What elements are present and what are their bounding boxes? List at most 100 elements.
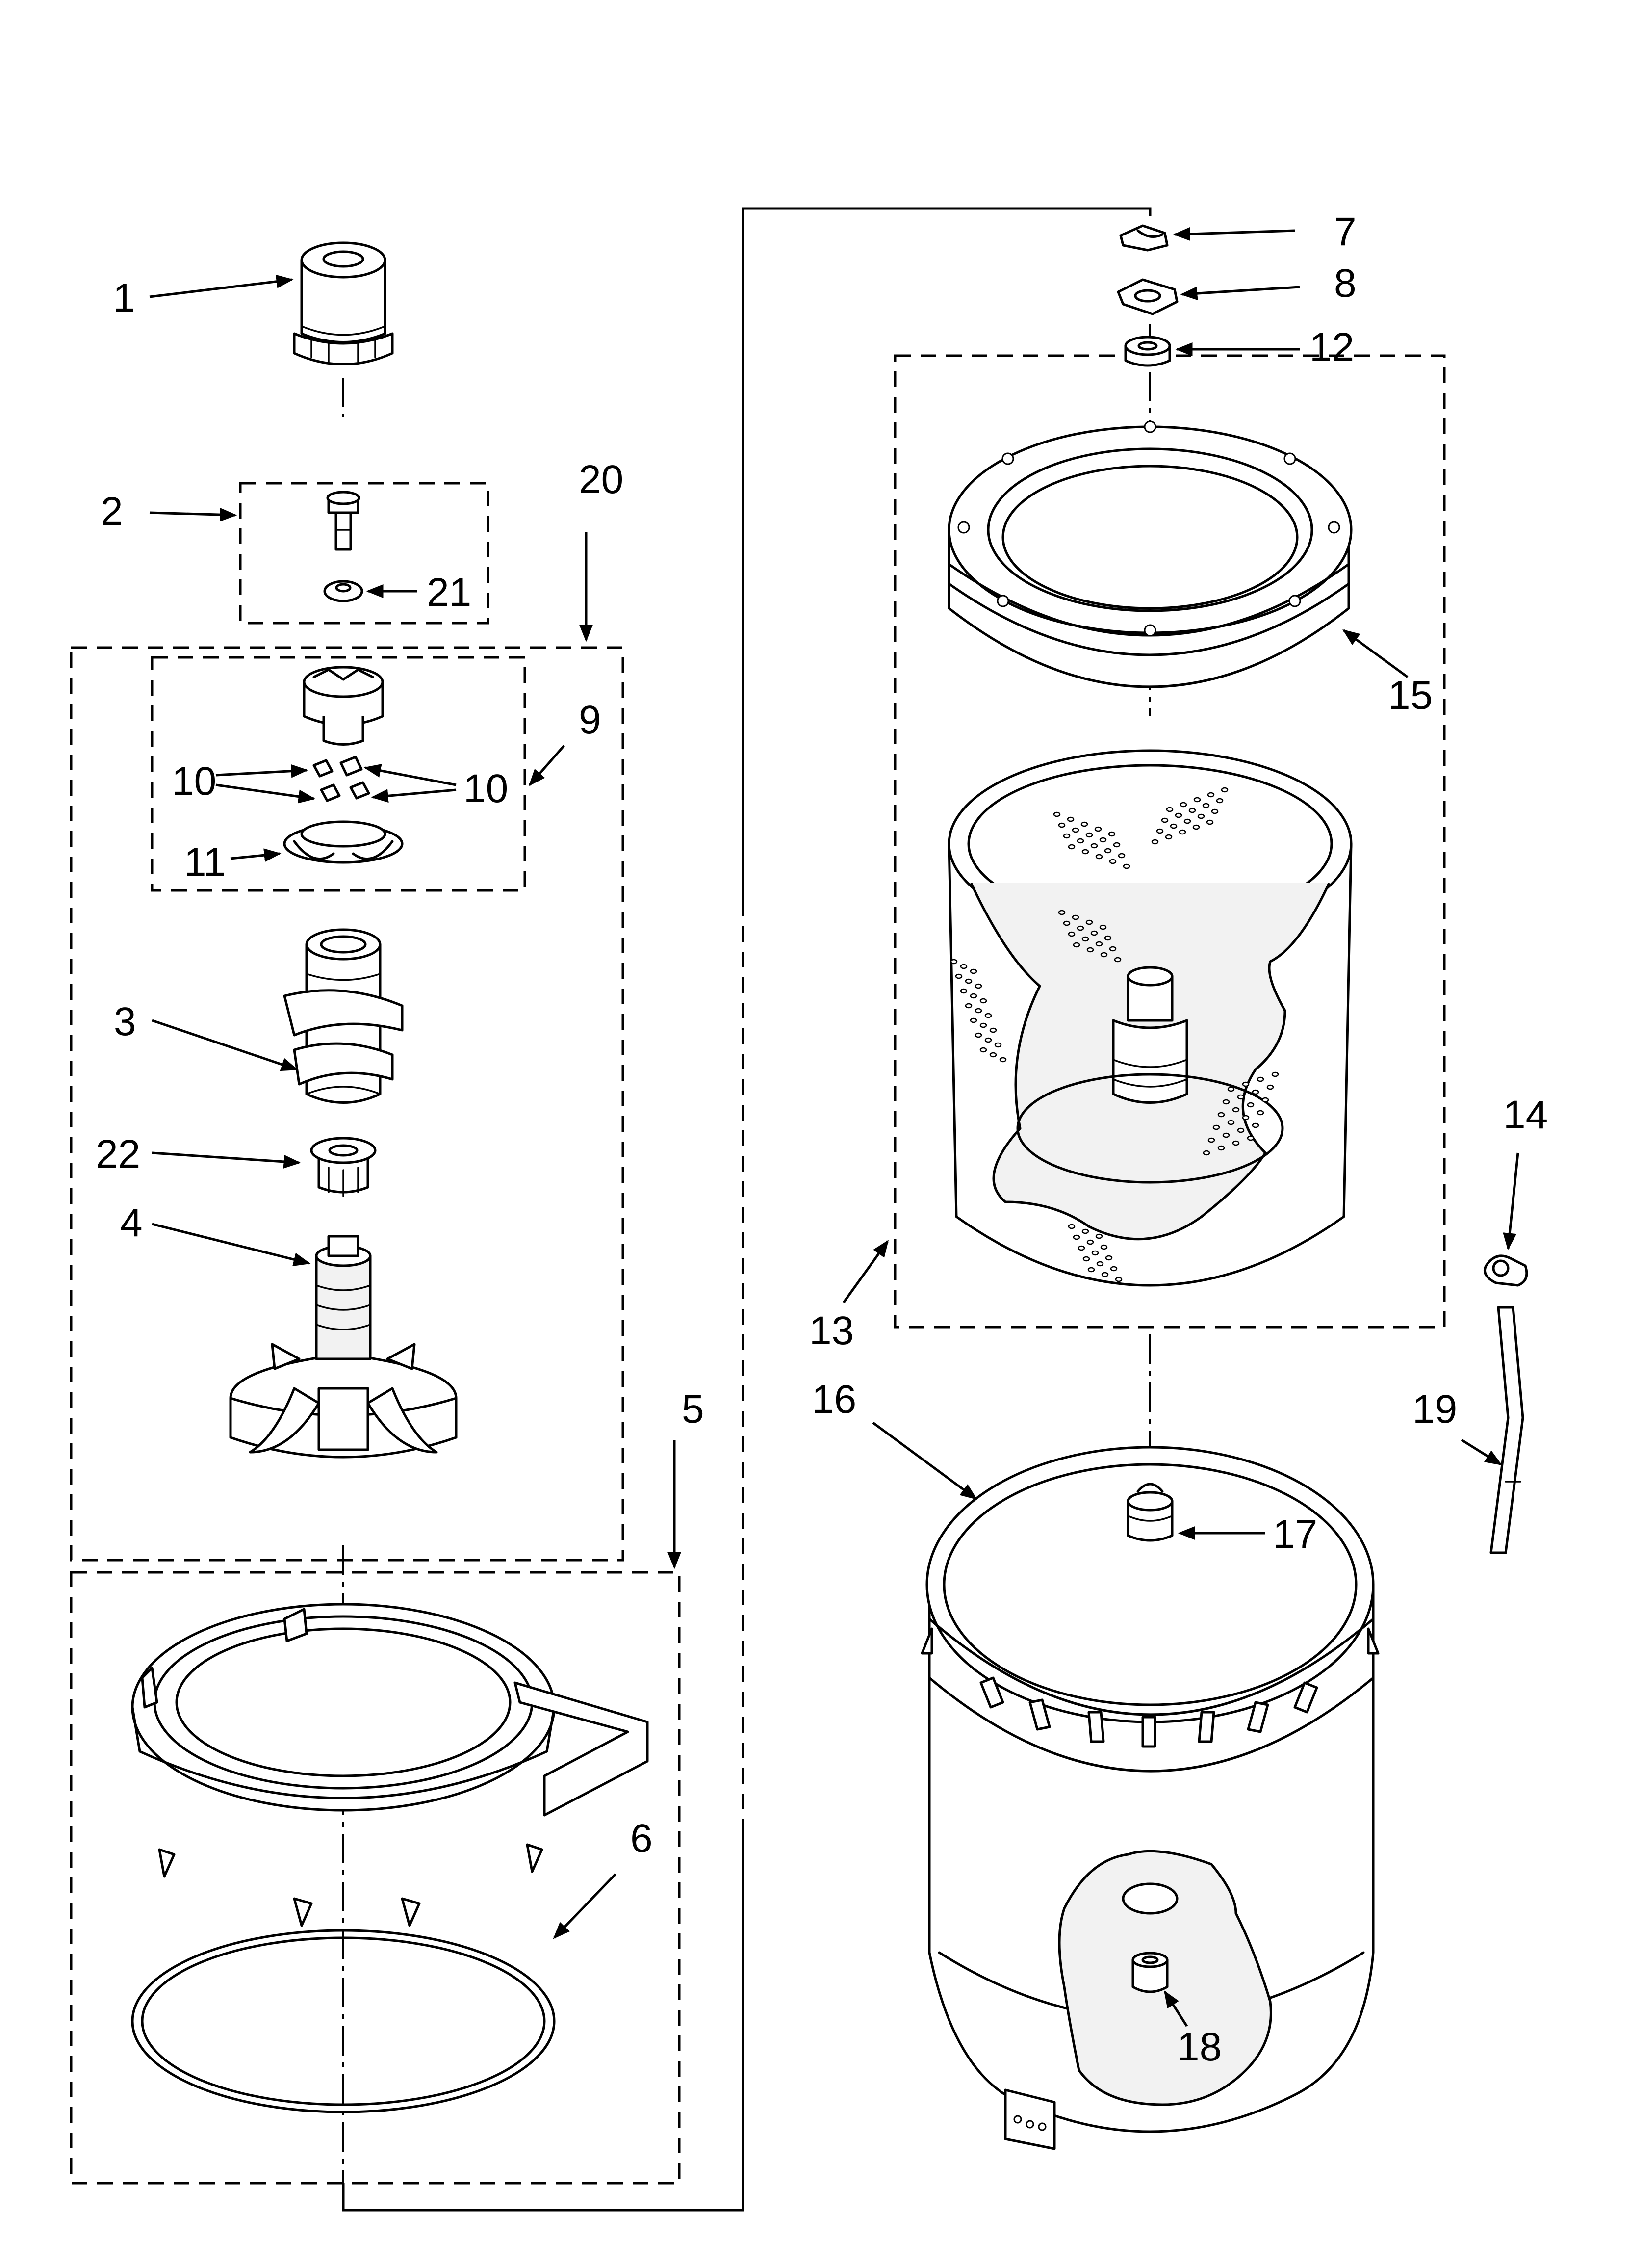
perforation-hole: [1109, 859, 1117, 864]
perforation-hole: [989, 1052, 997, 1058]
callout-6: 6: [630, 1816, 653, 1861]
perforation-hole: [1257, 1110, 1264, 1116]
perforation-hole: [1216, 798, 1224, 804]
perforation-hole: [1175, 812, 1182, 818]
perforation-hole: [1188, 808, 1196, 813]
callout-18: 18: [1177, 2025, 1222, 2069]
callout-16: 16: [812, 1377, 856, 1422]
perforation-hole: [1096, 1261, 1104, 1267]
perforation-hole: [1109, 946, 1117, 952]
perforation-hole: [1151, 839, 1159, 845]
perforation-hole: [1073, 1234, 1080, 1240]
callout-10-right: 10: [463, 766, 508, 811]
perforation-hole: [1202, 803, 1210, 808]
perforation-hole: [1104, 848, 1112, 854]
callout-19: 19: [1412, 1387, 1457, 1432]
perforation-hole: [1090, 843, 1098, 849]
leader-lines: [149, 227, 1519, 2027]
part-9-dog-cam: [303, 666, 384, 746]
perforation-hole: [1081, 936, 1089, 942]
perforation-hole: [1232, 1107, 1240, 1113]
perforation-hole: [1123, 863, 1130, 869]
connector-top: [742, 207, 1152, 908]
callout-21: 21: [427, 570, 471, 615]
perforation-hole: [1221, 787, 1229, 793]
group-box-2: [239, 482, 489, 625]
part-12-nut: [1124, 336, 1171, 367]
perforation-hole: [1072, 827, 1079, 833]
callout-3: 3: [114, 999, 136, 1044]
callout-2: 2: [101, 489, 123, 534]
perforation-hole: [1110, 1266, 1118, 1272]
perforation-hole: [1095, 1233, 1103, 1239]
perforation-hole: [970, 993, 977, 999]
perforation-hole: [1257, 1076, 1264, 1082]
part-4-agitator-base: [229, 1235, 458, 1459]
perforation-hole: [1091, 1250, 1099, 1256]
perforation-hole: [1180, 802, 1187, 808]
perforation-hole: [979, 1022, 987, 1028]
perforation-hole: [1242, 1115, 1250, 1121]
perforation-hole: [1156, 828, 1164, 834]
callout-labels: 1 2 3 4 5 6 7 8 9 10 10 11 12 13 14 15 1…: [96, 209, 1548, 2069]
perforation-hole: [1227, 1086, 1235, 1092]
part-15-balance-ring: [948, 420, 1353, 688]
perforation-hole: [1068, 1224, 1076, 1229]
callout-1: 1: [113, 276, 135, 320]
perforation-hole: [1063, 833, 1071, 839]
perforation-hole: [1252, 1122, 1259, 1128]
callout-20: 20: [579, 457, 623, 502]
part-2-bolt: [326, 491, 360, 551]
part-1-cap: [293, 241, 394, 365]
perforation-hole: [1211, 808, 1219, 814]
perforation-hole: [1212, 1124, 1220, 1130]
perforation-hole: [1242, 1081, 1250, 1087]
perforation-hole: [1073, 942, 1080, 948]
perforation-hole: [1193, 797, 1201, 803]
callout-5: 5: [682, 1387, 704, 1432]
perforation-hole: [1105, 1255, 1113, 1261]
perforation-hole: [1237, 1127, 1245, 1133]
part-21-washer: [323, 580, 363, 602]
perforation-hole: [1077, 925, 1084, 931]
perforation-hole: [1170, 823, 1178, 829]
perforation-hole: [1227, 1120, 1235, 1125]
callout-8: 8: [1334, 261, 1357, 306]
part-11-retainer: [283, 820, 404, 864]
group-box-13: [894, 354, 1446, 1329]
perforation-hole: [984, 1013, 992, 1018]
part-8-seal: [1117, 278, 1179, 315]
callout-7: 7: [1334, 209, 1357, 254]
perforation-hole: [1261, 1097, 1269, 1103]
perforation-hole: [1072, 914, 1079, 920]
perforation-hole: [1114, 957, 1122, 963]
perforation-hole: [1252, 1089, 1259, 1095]
perforation-hole: [1063, 920, 1071, 926]
perforation-hole: [1207, 792, 1215, 798]
perforation-hole: [1085, 919, 1093, 925]
part-19-hose: [1489, 1306, 1524, 1554]
perforation-hole: [1183, 818, 1191, 824]
callout-14: 14: [1503, 1093, 1548, 1137]
perforation-hole: [999, 1057, 1007, 1063]
perforation-hole: [1232, 1140, 1240, 1146]
perforation-hole: [1247, 1102, 1255, 1108]
perforation-hole: [1217, 1112, 1225, 1118]
part-13-basket: [948, 749, 1353, 1287]
perforation-hole: [975, 983, 982, 989]
perforation-hole: [994, 1042, 1002, 1048]
callout-15: 15: [1388, 673, 1433, 718]
perforation-hole: [965, 1003, 973, 1009]
perforation-hole: [1179, 829, 1186, 835]
perforation-hole: [1115, 1277, 1123, 1282]
perforation-hole: [1094, 826, 1102, 832]
perforation-hole: [1222, 1099, 1230, 1105]
perforation-hole: [1197, 813, 1205, 819]
perforation-hole: [1203, 1150, 1210, 1156]
perforation-hole: [1161, 817, 1169, 823]
callout-12: 12: [1309, 325, 1354, 369]
perforation-hole: [1087, 1267, 1095, 1273]
perforation-hole: [1081, 849, 1089, 855]
perforation-hole: [1222, 1132, 1230, 1138]
group-box-20: [70, 646, 624, 1562]
